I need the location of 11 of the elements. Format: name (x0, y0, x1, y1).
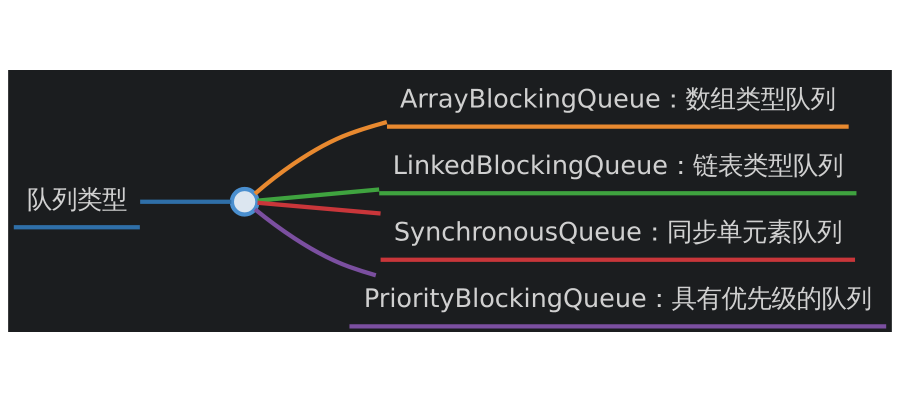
connector (257, 187, 380, 203)
node-circle (230, 186, 260, 217)
connector (257, 200, 381, 216)
node-text: 队列类型 (26, 184, 127, 215)
connector (140, 200, 232, 204)
node-text: PriorityBlockingQueue：具有优先级的队列 (364, 284, 872, 314)
connector (254, 120, 388, 196)
node-text: SynchronousQueue：同步单元素队列 (394, 218, 842, 248)
node-text: ArrayBlockingQueue：数组类型队列 (400, 84, 836, 114)
node-text: LinkedBlockingQueue：链表类型队列 (392, 150, 843, 181)
connector (254, 208, 376, 278)
